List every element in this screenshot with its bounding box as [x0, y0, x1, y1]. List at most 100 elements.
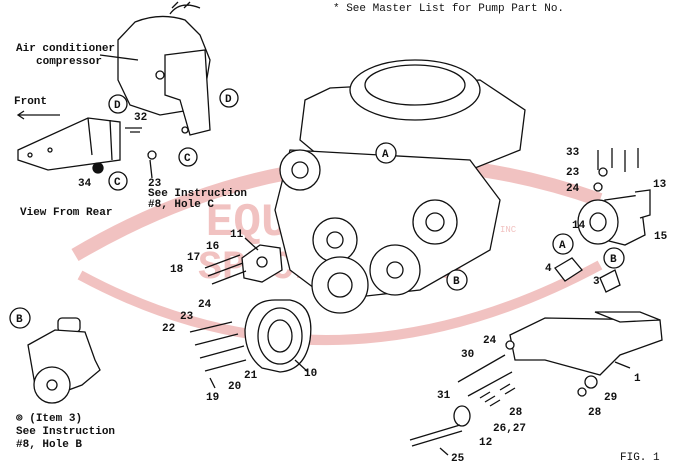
pulley-10-bore: [267, 319, 293, 353]
callout-b-right: B: [603, 247, 625, 269]
part-24-bracket: 24: [483, 335, 497, 347]
bolts-30-31: [457, 354, 513, 397]
nut-34: [92, 162, 104, 174]
item3-line3: #8, Hole B: [16, 439, 82, 451]
part-22: 22: [162, 323, 175, 335]
part-4: 4: [545, 263, 552, 275]
part-labels: 1 3 4 10 11 12 13 14 15 16 17 18 19 20 2…: [162, 147, 668, 465]
callout-b-right-label: B: [610, 254, 617, 266]
part-31: 31: [437, 390, 451, 402]
part-15: 15: [654, 231, 668, 243]
instruction-c-line1: See Instruction: [148, 188, 247, 200]
part-25: 25: [451, 453, 465, 465]
ac-label-line1: Air conditioner: [16, 43, 115, 55]
front-label: Front: [14, 96, 47, 108]
mount-plate: [17, 117, 121, 171]
part-19: 19: [206, 392, 219, 404]
leader-1: [614, 361, 631, 369]
leader-23c: [149, 159, 153, 179]
leader-10: [294, 359, 309, 373]
mount-hole-1: [27, 152, 33, 158]
mount-hole-2: [47, 147, 53, 153]
callout-b-pump: B: [9, 307, 31, 329]
callout-d-2: D: [219, 88, 239, 108]
leader-ac: [99, 54, 139, 61]
callout-a-right-label: A: [559, 240, 566, 252]
spacer-4: [554, 257, 583, 282]
callout-a-right: A: [552, 233, 574, 255]
callout-b-pump-label: B: [16, 314, 23, 326]
part-20: 20: [228, 381, 241, 393]
item3-line2: See Instruction: [16, 426, 115, 438]
part-10: 10: [304, 368, 317, 380]
leader-11: [244, 237, 259, 251]
callout-a-engine: A: [375, 142, 397, 164]
washer-23r: [598, 167, 608, 177]
compressor-view: [16, 1, 211, 179]
item3-line1: ⊚ (Item 3): [16, 413, 82, 425]
washer-28r: [577, 387, 587, 397]
alternator-hub: [386, 261, 404, 279]
item3-text: (Item 3): [29, 413, 82, 425]
part-21: 21: [244, 370, 258, 382]
watermark-inc: INC: [500, 225, 517, 235]
pump-pulley-14-bore: [589, 212, 607, 232]
part-24-right: 24: [566, 183, 580, 195]
part-32: 32: [134, 112, 147, 124]
steering-pump: [27, 317, 101, 404]
part-24-pulley: 24: [198, 299, 212, 311]
part-29: 29: [604, 392, 617, 404]
part-30: 30: [461, 349, 474, 361]
spacer-3: [599, 269, 621, 293]
part-34: 34: [78, 178, 92, 190]
fan-hub-center: [425, 212, 445, 232]
part-23-right: 23: [566, 167, 580, 179]
bolt-32: [125, 127, 142, 133]
callout-c-2: C: [178, 147, 198, 167]
bolts-22: [189, 321, 247, 372]
part-14: 14: [572, 220, 586, 232]
callout-b-engine: B: [446, 269, 468, 291]
leader-25: [439, 447, 449, 456]
part-23-pulley: 23: [180, 311, 194, 323]
part-28-right: 28: [588, 407, 602, 419]
washer-23c: [147, 150, 157, 160]
callout-b-engine-label: B: [453, 276, 460, 288]
hub-and-bolts: [189, 237, 312, 389]
callout-c-1: C: [108, 171, 128, 191]
ac-label-line2: compressor: [36, 56, 102, 68]
crank-pulley-inner: [327, 272, 353, 298]
nut-29: [584, 375, 598, 389]
front-arrow: [16, 110, 60, 120]
part-18: 18: [170, 264, 184, 276]
part-33: 33: [566, 147, 580, 159]
pump-pulley-hub: [46, 379, 58, 391]
bracket-1: [509, 317, 663, 376]
part-13: 13: [653, 179, 667, 191]
instruction-c-line2: #8, Hole C: [148, 199, 214, 211]
cover-13: [634, 189, 651, 219]
part-28-left: 28: [509, 407, 523, 419]
callout-a-engine-label: A: [382, 149, 389, 161]
callout-d-2-label: D: [225, 94, 232, 106]
compressor-bolt-a: [155, 70, 165, 80]
part-26-27: 26,27: [493, 423, 526, 435]
studs-33: [597, 148, 639, 172]
bolts-16-18: [204, 254, 247, 285]
callout-d-1-label: D: [114, 100, 121, 112]
engine-assembly: [274, 59, 526, 314]
mount-plate-bend: [87, 117, 113, 161]
bolt-25: [409, 424, 463, 447]
adapter-hub-hole: [256, 256, 268, 268]
callout-c-1-label: C: [114, 177, 121, 189]
compressor-bolt-b: [181, 126, 189, 134]
part-3: 3: [593, 276, 600, 288]
callout-c-2-label: C: [184, 153, 191, 165]
part-12: 12: [479, 437, 492, 449]
washer-24b: [505, 340, 515, 350]
part-23-compressor: 23: [148, 178, 162, 190]
bracket-1-flange: [594, 311, 661, 323]
watermark-swoosh-bottom: [77, 260, 603, 345]
nut-24r: [593, 182, 603, 192]
part-17: 17: [187, 252, 200, 264]
